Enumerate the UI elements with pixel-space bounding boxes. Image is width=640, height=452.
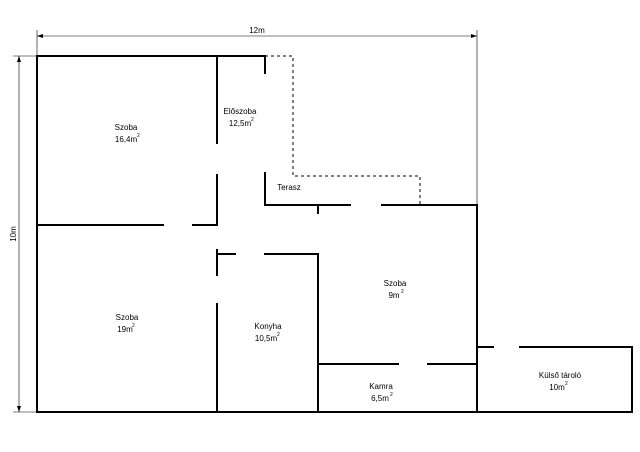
room-area-sup: 2 bbox=[565, 381, 568, 387]
room-name: Kamra bbox=[369, 382, 393, 391]
room-area-sup: 2 bbox=[401, 289, 404, 295]
room-name: Konyha bbox=[254, 322, 282, 331]
width-label: 12m bbox=[249, 26, 265, 35]
room-name: Szoba bbox=[384, 279, 407, 288]
room-terasz: Terasz bbox=[277, 183, 301, 192]
room-area-sup: 2 bbox=[137, 133, 140, 139]
dimension-lines: 12m 10m bbox=[9, 26, 478, 413]
room-name: Szoba bbox=[115, 123, 138, 132]
room-name: Terasz bbox=[277, 183, 301, 192]
height-label: 10m bbox=[9, 226, 18, 242]
room-area: 16,4m bbox=[115, 135, 138, 144]
room-name: Előszoba bbox=[224, 107, 257, 116]
room-szoba-3: Szoba 9m 2 bbox=[384, 279, 407, 300]
room-kamra: Kamra 6,5m 2 bbox=[369, 382, 393, 403]
room-eloszoba: Előszoba 12,5m 2 bbox=[224, 107, 257, 128]
room-area-sup: 2 bbox=[390, 392, 393, 398]
room-area-sup: 2 bbox=[132, 323, 135, 329]
room-area: 10,5m bbox=[255, 334, 278, 343]
room-area: 9m bbox=[388, 291, 399, 300]
room-konyha: Konyha 10,5m 2 bbox=[254, 322, 282, 343]
room-area: 6,5m bbox=[371, 394, 389, 403]
room-kulso-tarolo: Külső tároló 10m 2 bbox=[539, 371, 582, 392]
terrace-outline bbox=[265, 55, 421, 205]
room-area: 19m bbox=[117, 325, 133, 334]
room-area: 12,5m bbox=[229, 119, 252, 128]
room-area-sup: 2 bbox=[277, 332, 280, 338]
walls bbox=[36, 55, 633, 413]
room-szoba-2: Szoba 19m 2 bbox=[116, 313, 139, 334]
room-name: Szoba bbox=[116, 313, 139, 322]
room-name: Külső tároló bbox=[539, 371, 582, 380]
room-szoba-1: Szoba 16,4m 2 bbox=[115, 123, 140, 144]
room-area: 10m bbox=[549, 383, 565, 392]
room-area-sup: 2 bbox=[251, 117, 254, 123]
